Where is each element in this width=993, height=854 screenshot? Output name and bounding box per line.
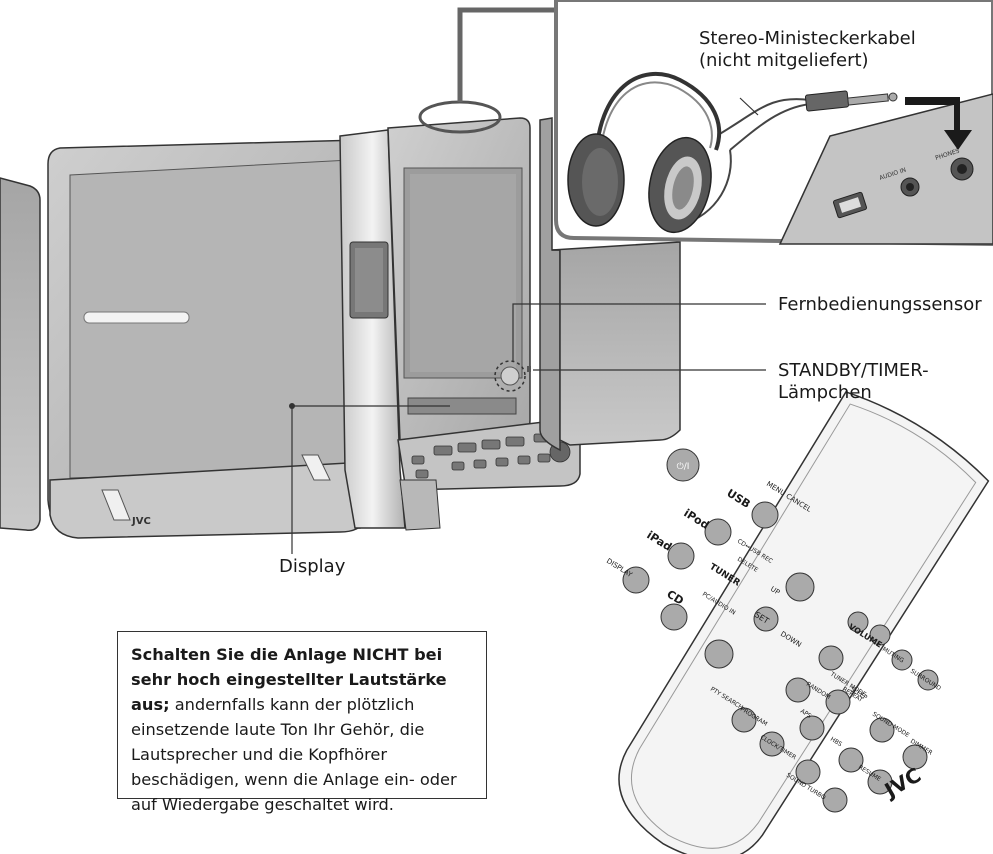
warning-box: Schalten Sie die Anlage NICHT bei sehr h… [117, 631, 487, 814]
warning-bold-text: Schalten Sie die Anlage NICHT bei sehr h… [131, 645, 447, 714]
insert-arrow [905, 97, 972, 150]
connector-line [457, 7, 556, 102]
warning-body-text: andernfalls kann der plötzlich einsetzen… [131, 695, 457, 814]
cable-label: Stereo-Ministeckerkabel (nicht mitgelief… [699, 28, 916, 71]
standby-timer-label: STANDBY/TIMER- Lämpchen [778, 360, 929, 403]
leader-sensor [512, 303, 766, 362]
remote-control [618, 391, 990, 854]
left-speaker [0, 177, 41, 532]
device-brand: JVC [131, 516, 151, 527]
svg-text:USB: USB [724, 487, 752, 511]
svg-text:iPod: iPod [681, 507, 711, 532]
remote-sensor-label: Fernbedienungssensor [778, 294, 982, 315]
main-unit: JVC [47, 117, 681, 539]
svg-text:CD: CD [664, 588, 685, 608]
display-label: Display [279, 556, 346, 577]
svg-text:HBS: HBS [829, 736, 843, 749]
leader-cable [739, 97, 759, 116]
svg-text:⏻/I: ⏻/I [677, 461, 690, 472]
headphone-inset: AUDIO IN PHONES [554, 0, 993, 247]
svg-text:UP: UP [769, 585, 781, 597]
